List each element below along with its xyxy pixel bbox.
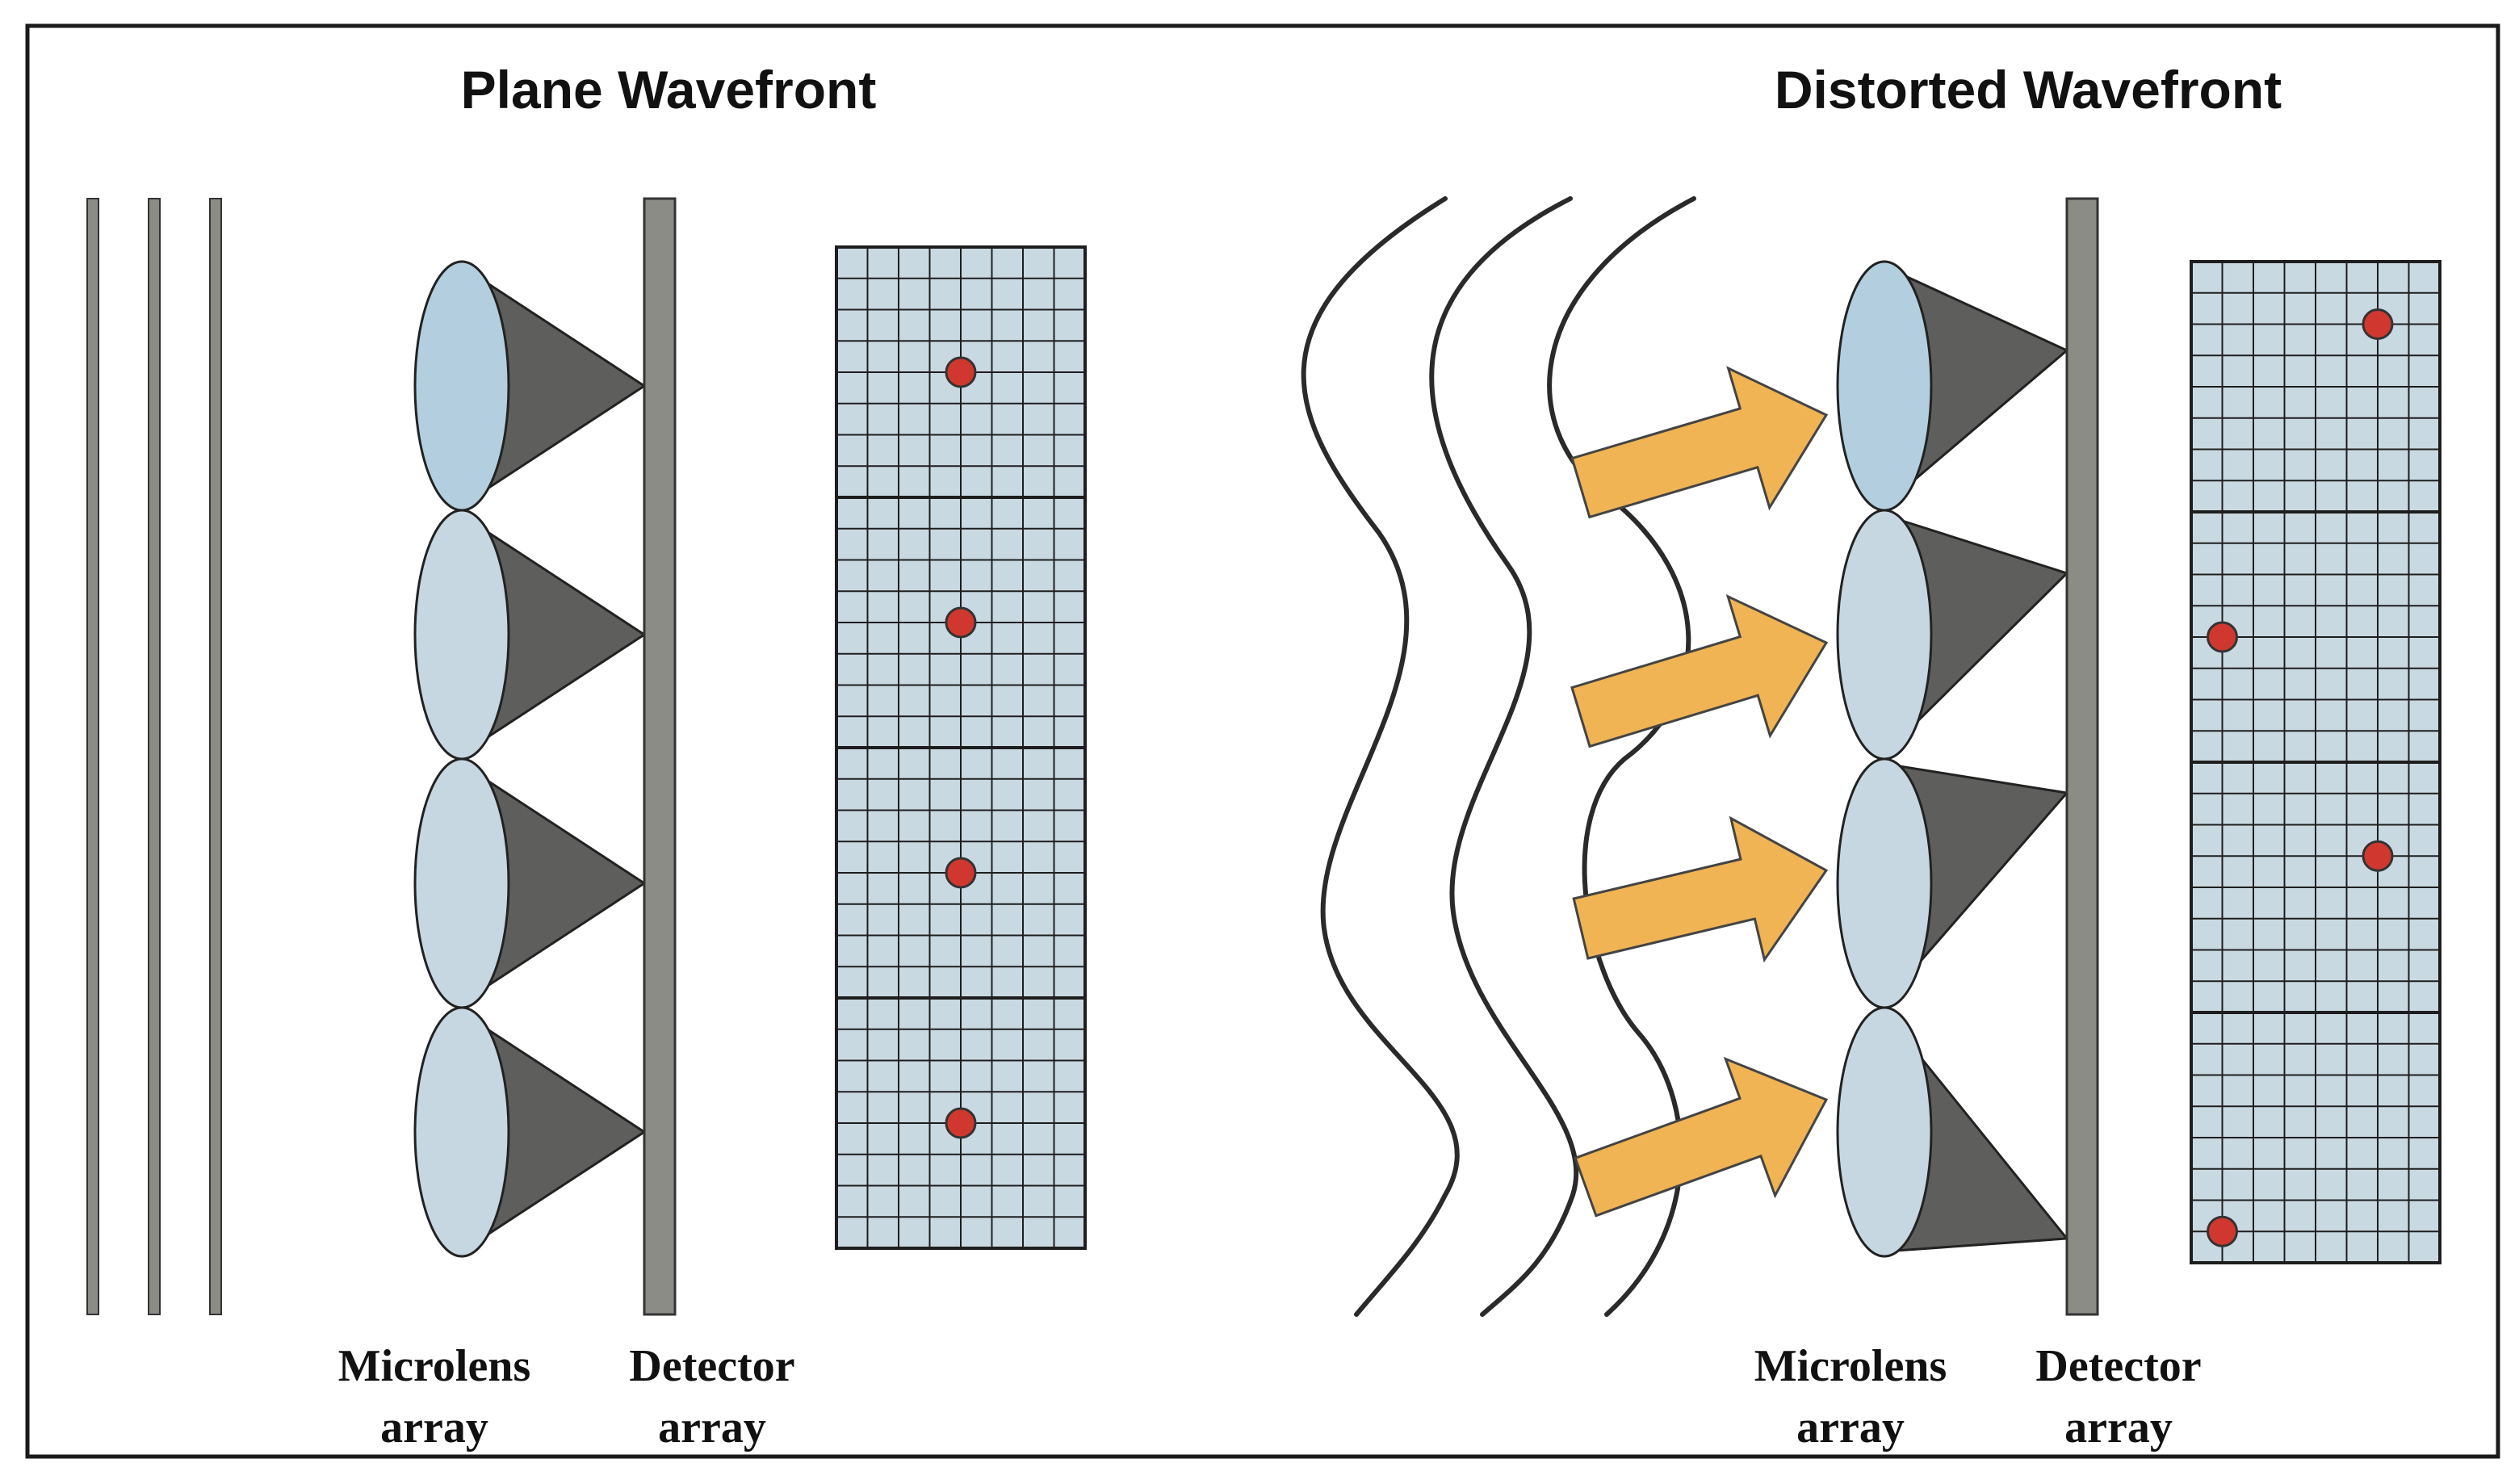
plane-focal-spot [945, 1107, 977, 1139]
plane-grid-cell [835, 746, 1087, 1000]
distorted-grid-cell [2190, 510, 2441, 764]
plane-grid-cell [835, 996, 1087, 1250]
plane-wave-line [148, 198, 161, 1315]
distorted-detector-plate [2065, 197, 2099, 1316]
tilt-arrow-icon [1574, 1056, 1829, 1218]
plane-microlens [413, 509, 510, 761]
tilt-arrow-icon [1572, 815, 1829, 963]
plane-wave-line [86, 198, 99, 1315]
distorted-microlens [1836, 757, 1933, 1009]
plane-grid-cell [835, 245, 1087, 499]
microlens-arrays [413, 260, 1933, 1258]
distorted-microlens-label-line1: Microlens [1754, 1341, 1947, 1391]
plane-focal-spot [945, 356, 977, 388]
distorted-focal-spot [2207, 1215, 2238, 1247]
distorted-wavefront-title: Distorted Wavefront [1775, 60, 2282, 119]
distorted-microlens [1836, 1006, 1933, 1258]
distorted-grid-cell [2190, 260, 2441, 514]
distorted-detector-label-line2: array [2064, 1402, 2173, 1453]
tilt-arrows [1570, 366, 1829, 1218]
distorted-wavefront-curves [1301, 196, 1696, 1317]
microlens-cones [460, 264, 2069, 1254]
distorted-microlens [1836, 260, 1933, 512]
plane-microlens-label-line2: array [380, 1402, 488, 1453]
distorted-microlens [1836, 509, 1933, 761]
distorted-microlens-label-line2: array [1796, 1402, 1905, 1453]
plane-wave-line [209, 198, 222, 1315]
plane-microlens-label-line1: Microlens [338, 1341, 530, 1391]
distorted-detector-label-line1: Detector [2035, 1341, 2201, 1391]
plane-wavefront-title: Plane Wavefront [461, 60, 877, 119]
detector-arrays [643, 197, 2099, 1316]
plane-grid-cell [835, 496, 1087, 749]
spot-grids [835, 245, 2441, 1264]
plane-wavefront-lines [86, 198, 222, 1315]
plane-microlens [413, 757, 510, 1009]
diagram-frame [25, 23, 2500, 1459]
distorted-wave-line [1547, 196, 1696, 1317]
plane-detector-plate [643, 197, 677, 1316]
plane-microlens [413, 1006, 510, 1258]
distorted-focal-spot [2207, 621, 2238, 653]
distorted-grid-cell [2190, 761, 2441, 1014]
plane-focal-spot [945, 606, 977, 639]
distorted-focal-spot [2362, 840, 2394, 872]
plane-microlens [413, 260, 510, 512]
distorted-grid-cell [2190, 1011, 2441, 1264]
distorted-wave-line [1301, 196, 1460, 1317]
distorted-focal-spot [2362, 308, 2394, 340]
plane-detector-label-line1: Detector [629, 1341, 794, 1391]
distorted-wave-line [1429, 196, 1579, 1317]
plane-detector-label-line2: array [658, 1402, 766, 1453]
plane-focal-spot [945, 857, 977, 889]
tilt-arrow-icon [1570, 366, 1829, 519]
tilt-arrow-icon [1570, 594, 1829, 748]
